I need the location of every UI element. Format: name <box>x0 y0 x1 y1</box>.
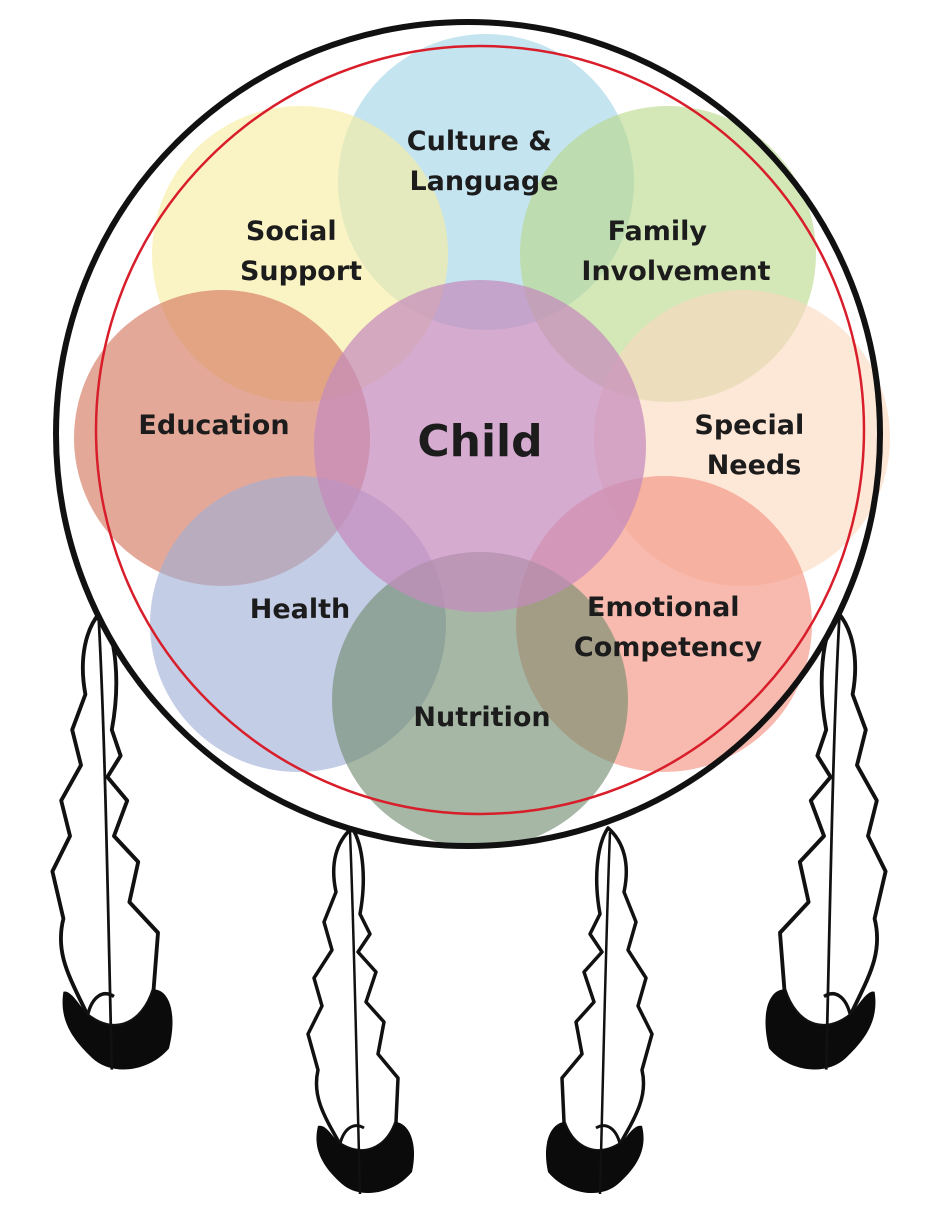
label-nutrition: Nutrition <box>413 702 550 733</box>
inner-red-ring <box>94 44 866 816</box>
feather-inner-left <box>306 826 415 1195</box>
label-family-involvement: Family Involvement <box>581 216 770 287</box>
feather-inner-right <box>545 826 654 1195</box>
feather-outer-left <box>50 609 173 1070</box>
circle-child <box>314 280 646 612</box>
label-health: Health <box>250 594 351 625</box>
label-social-support: Social Support <box>240 216 362 287</box>
label-emotional-competency: Emotional Competency <box>574 592 763 663</box>
circle-nutrition <box>332 552 628 848</box>
label-child: Child <box>417 416 542 467</box>
label-special-needs: Special Needs <box>694 410 813 481</box>
topic-circles <box>74 34 890 848</box>
label-culture-language: Culture & Language <box>407 126 561 197</box>
feather-outer-right <box>765 609 888 1070</box>
label-education: Education <box>138 410 289 441</box>
outer-hoop-ring <box>53 19 883 849</box>
